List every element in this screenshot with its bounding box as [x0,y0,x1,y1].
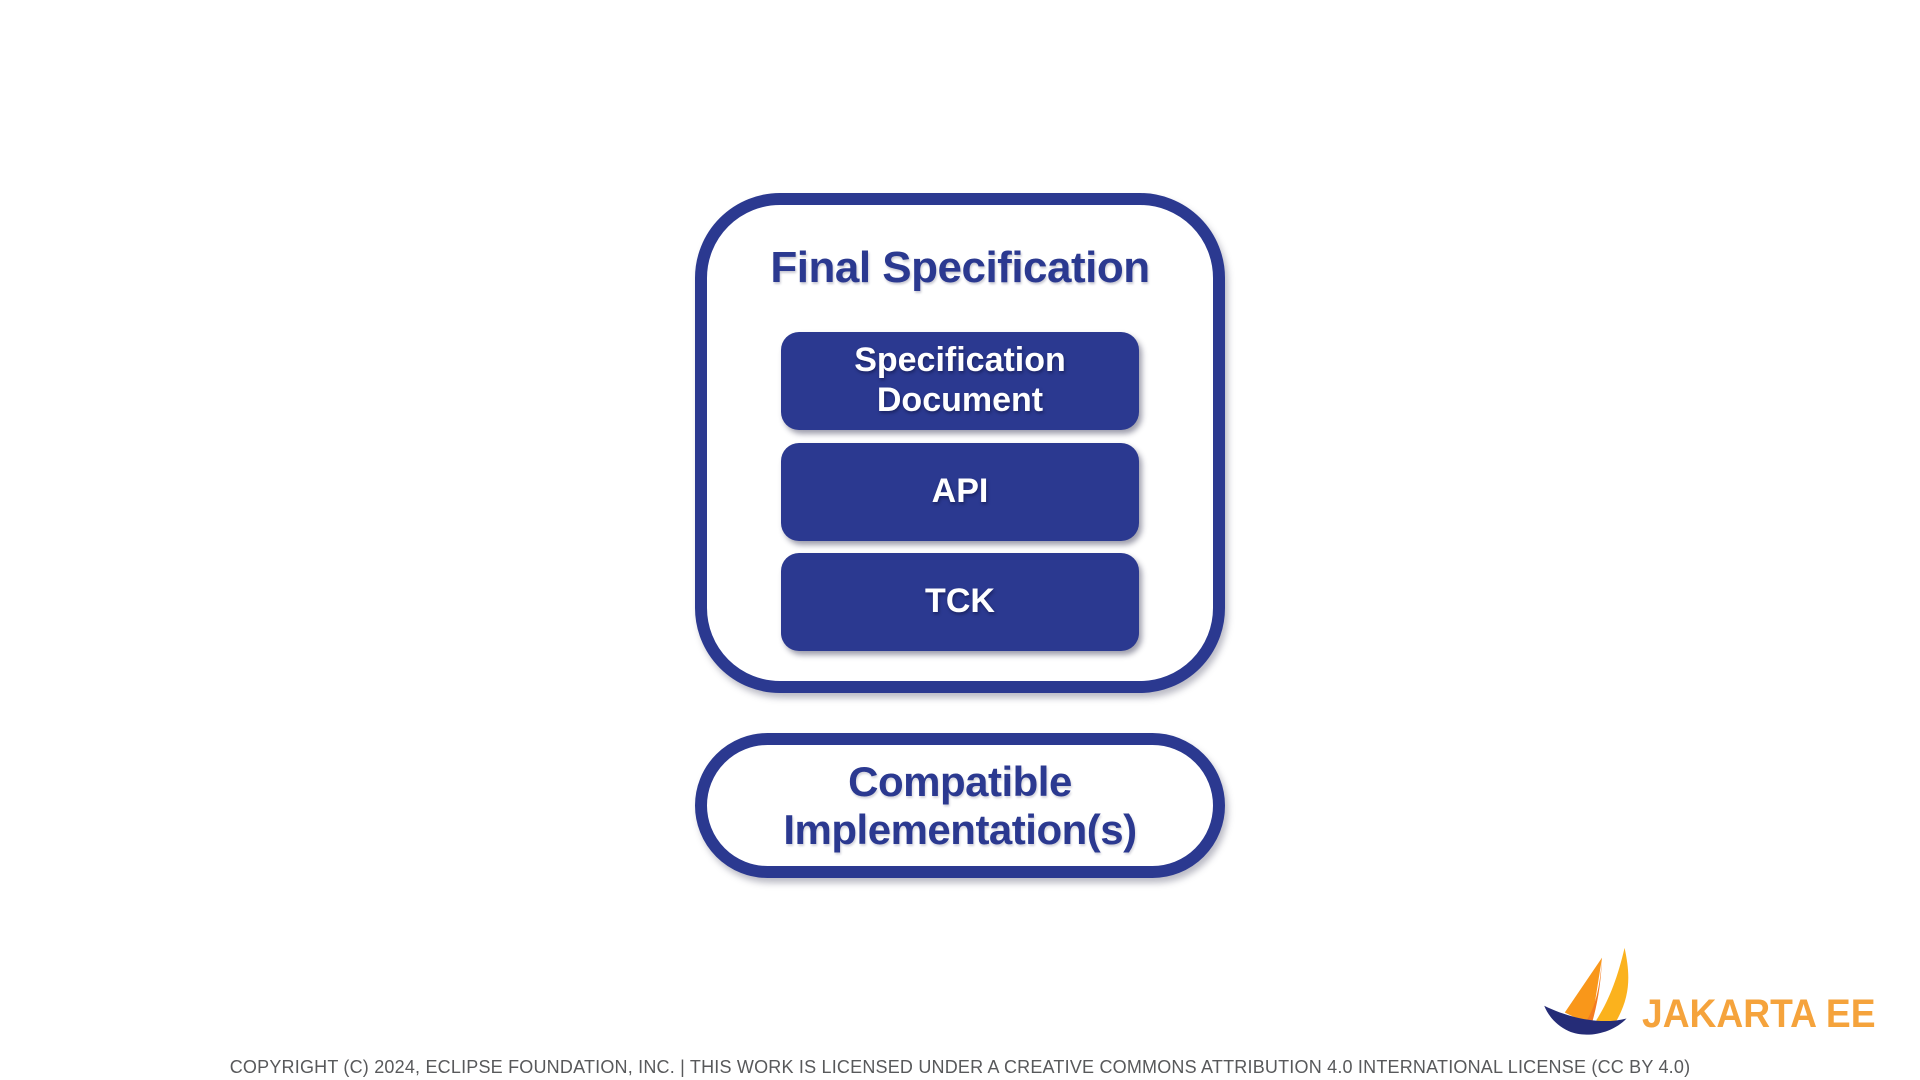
jakarta-ee-sailboat-icon [1544,947,1629,1035]
jakarta-ee-wordmark: JAKARTA EE [1642,992,1876,1036]
api-box: API [781,443,1139,541]
specification-document-box: Specification Document [781,332,1139,430]
api-label: API [931,472,989,511]
final-specification-title: Final Specification [770,243,1150,292]
final-specification-group: Final Specification Specification Docume… [695,193,1225,693]
copyright-text: COPYRIGHT (C) 2024, ECLIPSE FOUNDATION, … [229,1057,1691,1077]
jakarta-ee-logo: JAKARTA EE [1540,942,1918,1042]
tck-label: TCK [925,582,995,621]
compatible-implementations-label: Compatible Implementation(s) [783,757,1137,853]
compatible-implementations-pill: Compatible Implementation(s) [695,733,1225,878]
tck-box: TCK [781,553,1139,651]
specification-document-label: Specification Document [854,341,1066,419]
